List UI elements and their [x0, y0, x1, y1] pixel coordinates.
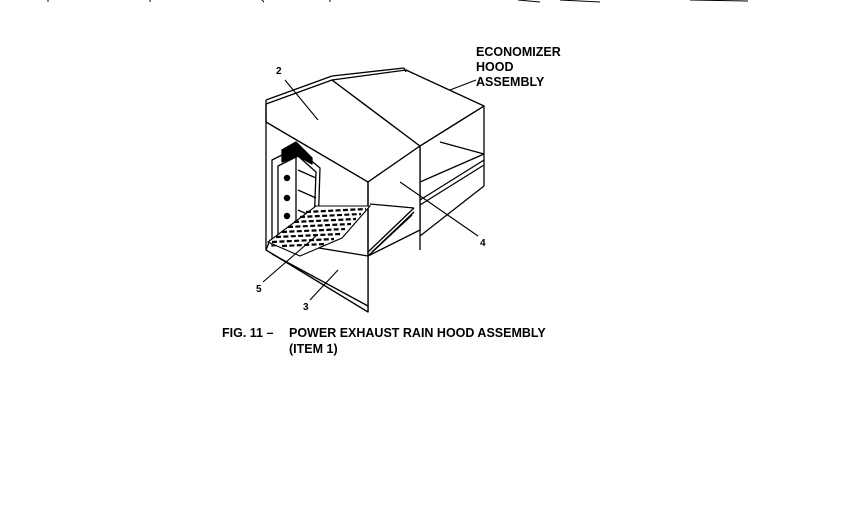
callout-3: 3	[303, 302, 309, 313]
bottom-rail	[367, 207, 415, 253]
figure-title: POWER EXHAUST RAIN HOOD ASSEMBLY	[289, 326, 546, 340]
leader-line-3	[309, 269, 339, 301]
wire-mesh-screen	[266, 205, 372, 257]
hood-linework	[265, 67, 485, 313]
top-panel-flange	[265, 75, 333, 101]
figure-number: FIG. 11 –	[222, 326, 274, 340]
leader-line-2	[284, 79, 319, 121]
callout-4: 4	[480, 238, 486, 249]
callout-2: 2	[276, 66, 282, 77]
economizer-label-line-2: HOOD	[476, 60, 514, 74]
economizer-label-line-1: ECONOMIZER	[476, 45, 561, 59]
figure-item: (ITEM 1)	[289, 342, 338, 356]
side-panel	[265, 239, 369, 313]
leader-lines	[262, 79, 479, 301]
top-edge-marks	[47, 0, 749, 3]
callout-5: 5	[256, 284, 262, 295]
leader-line-economizer	[449, 79, 477, 91]
leader-line-5	[262, 235, 317, 283]
leader-line-4	[399, 181, 479, 237]
economizer-label-line-3: ASSEMBLY	[476, 75, 545, 89]
